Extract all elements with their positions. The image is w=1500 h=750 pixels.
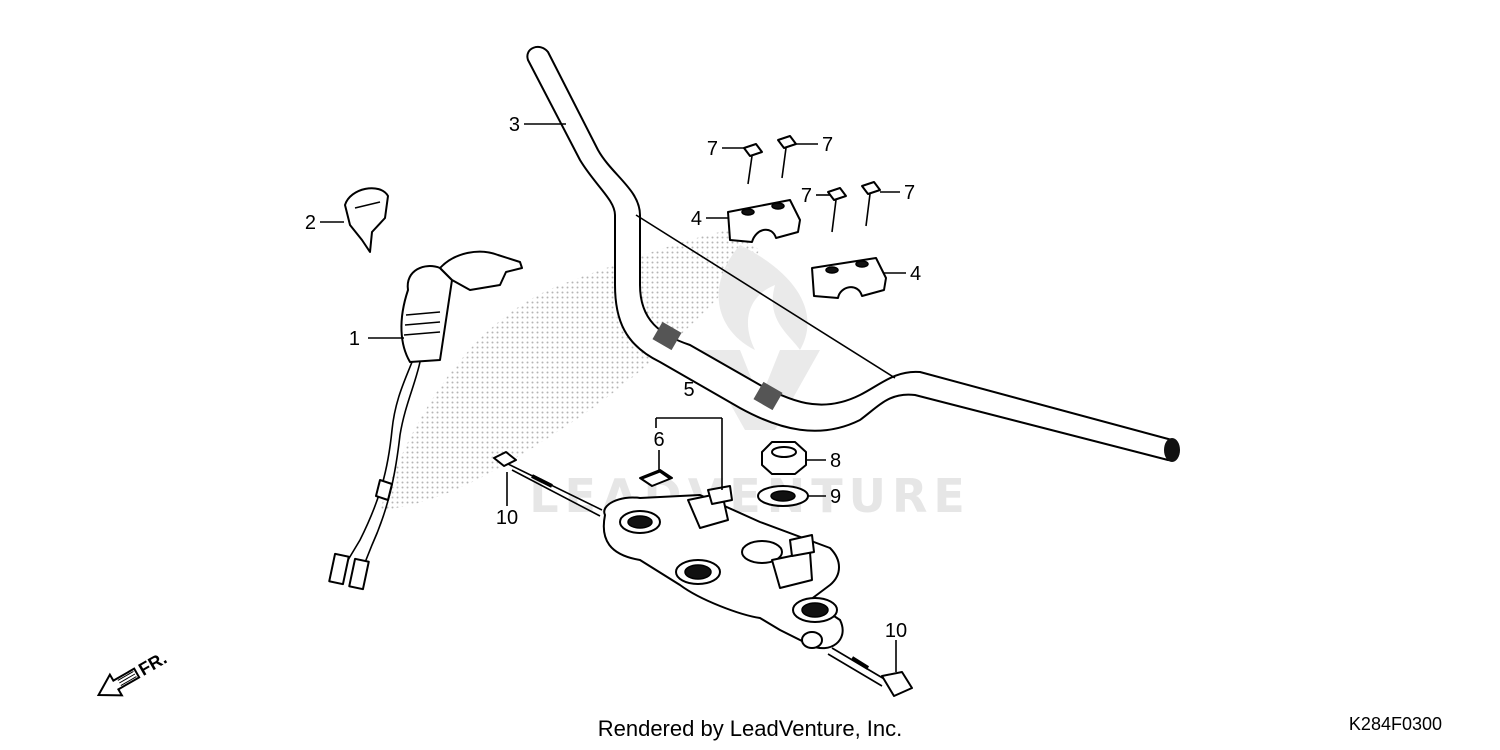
render-credit: Rendered by LeadVenture, Inc. [597,716,903,741]
handlebar-knurl-right [753,381,783,411]
diagram-code: K284F0300 [1348,714,1442,734]
bolt-part-10a [493,451,603,517]
callout-6: 6 [653,429,664,451]
callout-5: 5 [683,379,694,401]
plate-part [639,469,673,487]
front-direction-arrow: FR. [96,648,170,697]
front-direction-label: FR. [135,648,170,680]
callout-4a: 4 [691,208,702,230]
ignition-switch-part [328,250,523,591]
top-bridge-part [602,485,844,650]
callout-7c: 7 [801,185,812,207]
callout-1: 1 [349,328,360,350]
handlebar-knurl-left [652,321,682,351]
callout-7a: 7 [707,138,718,160]
key-part [344,187,389,253]
leader-lines [320,123,906,672]
shadow-area [380,230,760,510]
callout-labels: 1 2 3 4 4 5 6 7 7 7 7 8 9 10 10 [305,114,921,642]
bolt-part-10b [827,647,913,697]
callout-7b: 7 [822,134,833,156]
bolt-part-7c [827,187,847,233]
handlebar-part [526,45,1180,462]
callout-10b: 10 [885,620,907,642]
callout-9: 9 [830,486,841,508]
holder-upper-part-b [811,257,887,299]
bolt-part-7a [743,143,763,185]
bolt-part-7b [777,135,797,179]
callout-7d: 7 [904,182,915,204]
washer-part [757,485,809,507]
holder-upper-part-a [727,199,801,243]
nut-part [761,441,807,475]
callout-3: 3 [509,114,520,136]
callout-10a: 10 [496,507,518,529]
watermark-text: LEADVENTURE [529,469,971,523]
callout-2: 2 [305,212,316,234]
bolt-part-7d [861,181,881,227]
callout-4b: 4 [910,263,921,285]
callout-8: 8 [830,450,841,472]
